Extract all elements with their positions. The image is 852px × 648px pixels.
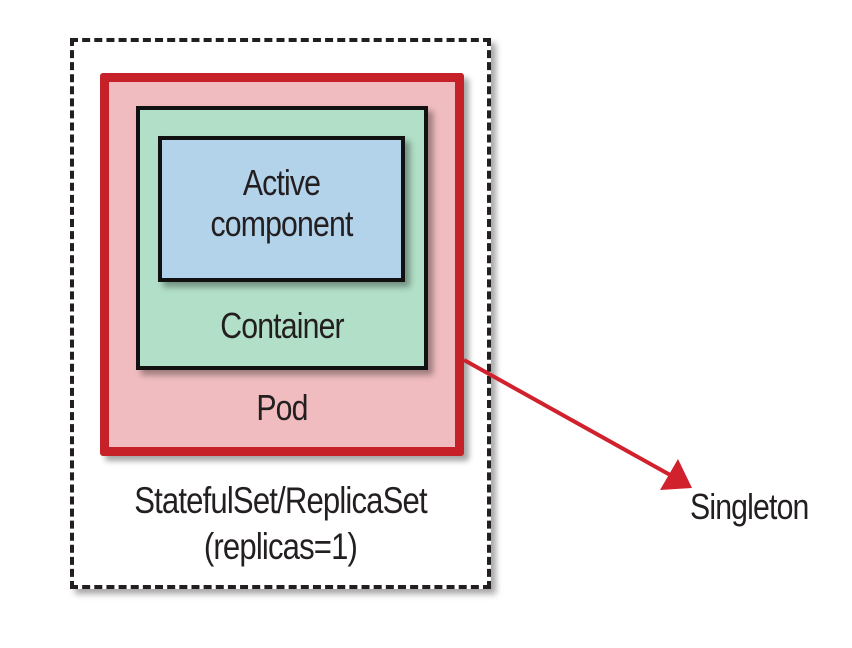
active-component-label-line2: component — [210, 203, 353, 244]
container-label: Container — [220, 305, 344, 346]
arrowhead-icon — [660, 459, 692, 490]
active-component-label: Active component — [178, 162, 385, 244]
pod-label: Pod — [256, 387, 308, 428]
arrow-line — [463, 358, 673, 478]
active-component-box — [158, 136, 405, 282]
statefulset-replicaset-label-line1: StatefulSet/ReplicaSet — [134, 480, 427, 521]
active-component-label-line1: Active — [242, 162, 321, 203]
singleton-label: Singleton — [690, 486, 809, 527]
statefulset-replicaset-label: StatefulSet/ReplicaSet (replicas=1) — [104, 478, 458, 570]
statefulset-replicaset-label-line2: (replicas=1) — [203, 526, 358, 567]
